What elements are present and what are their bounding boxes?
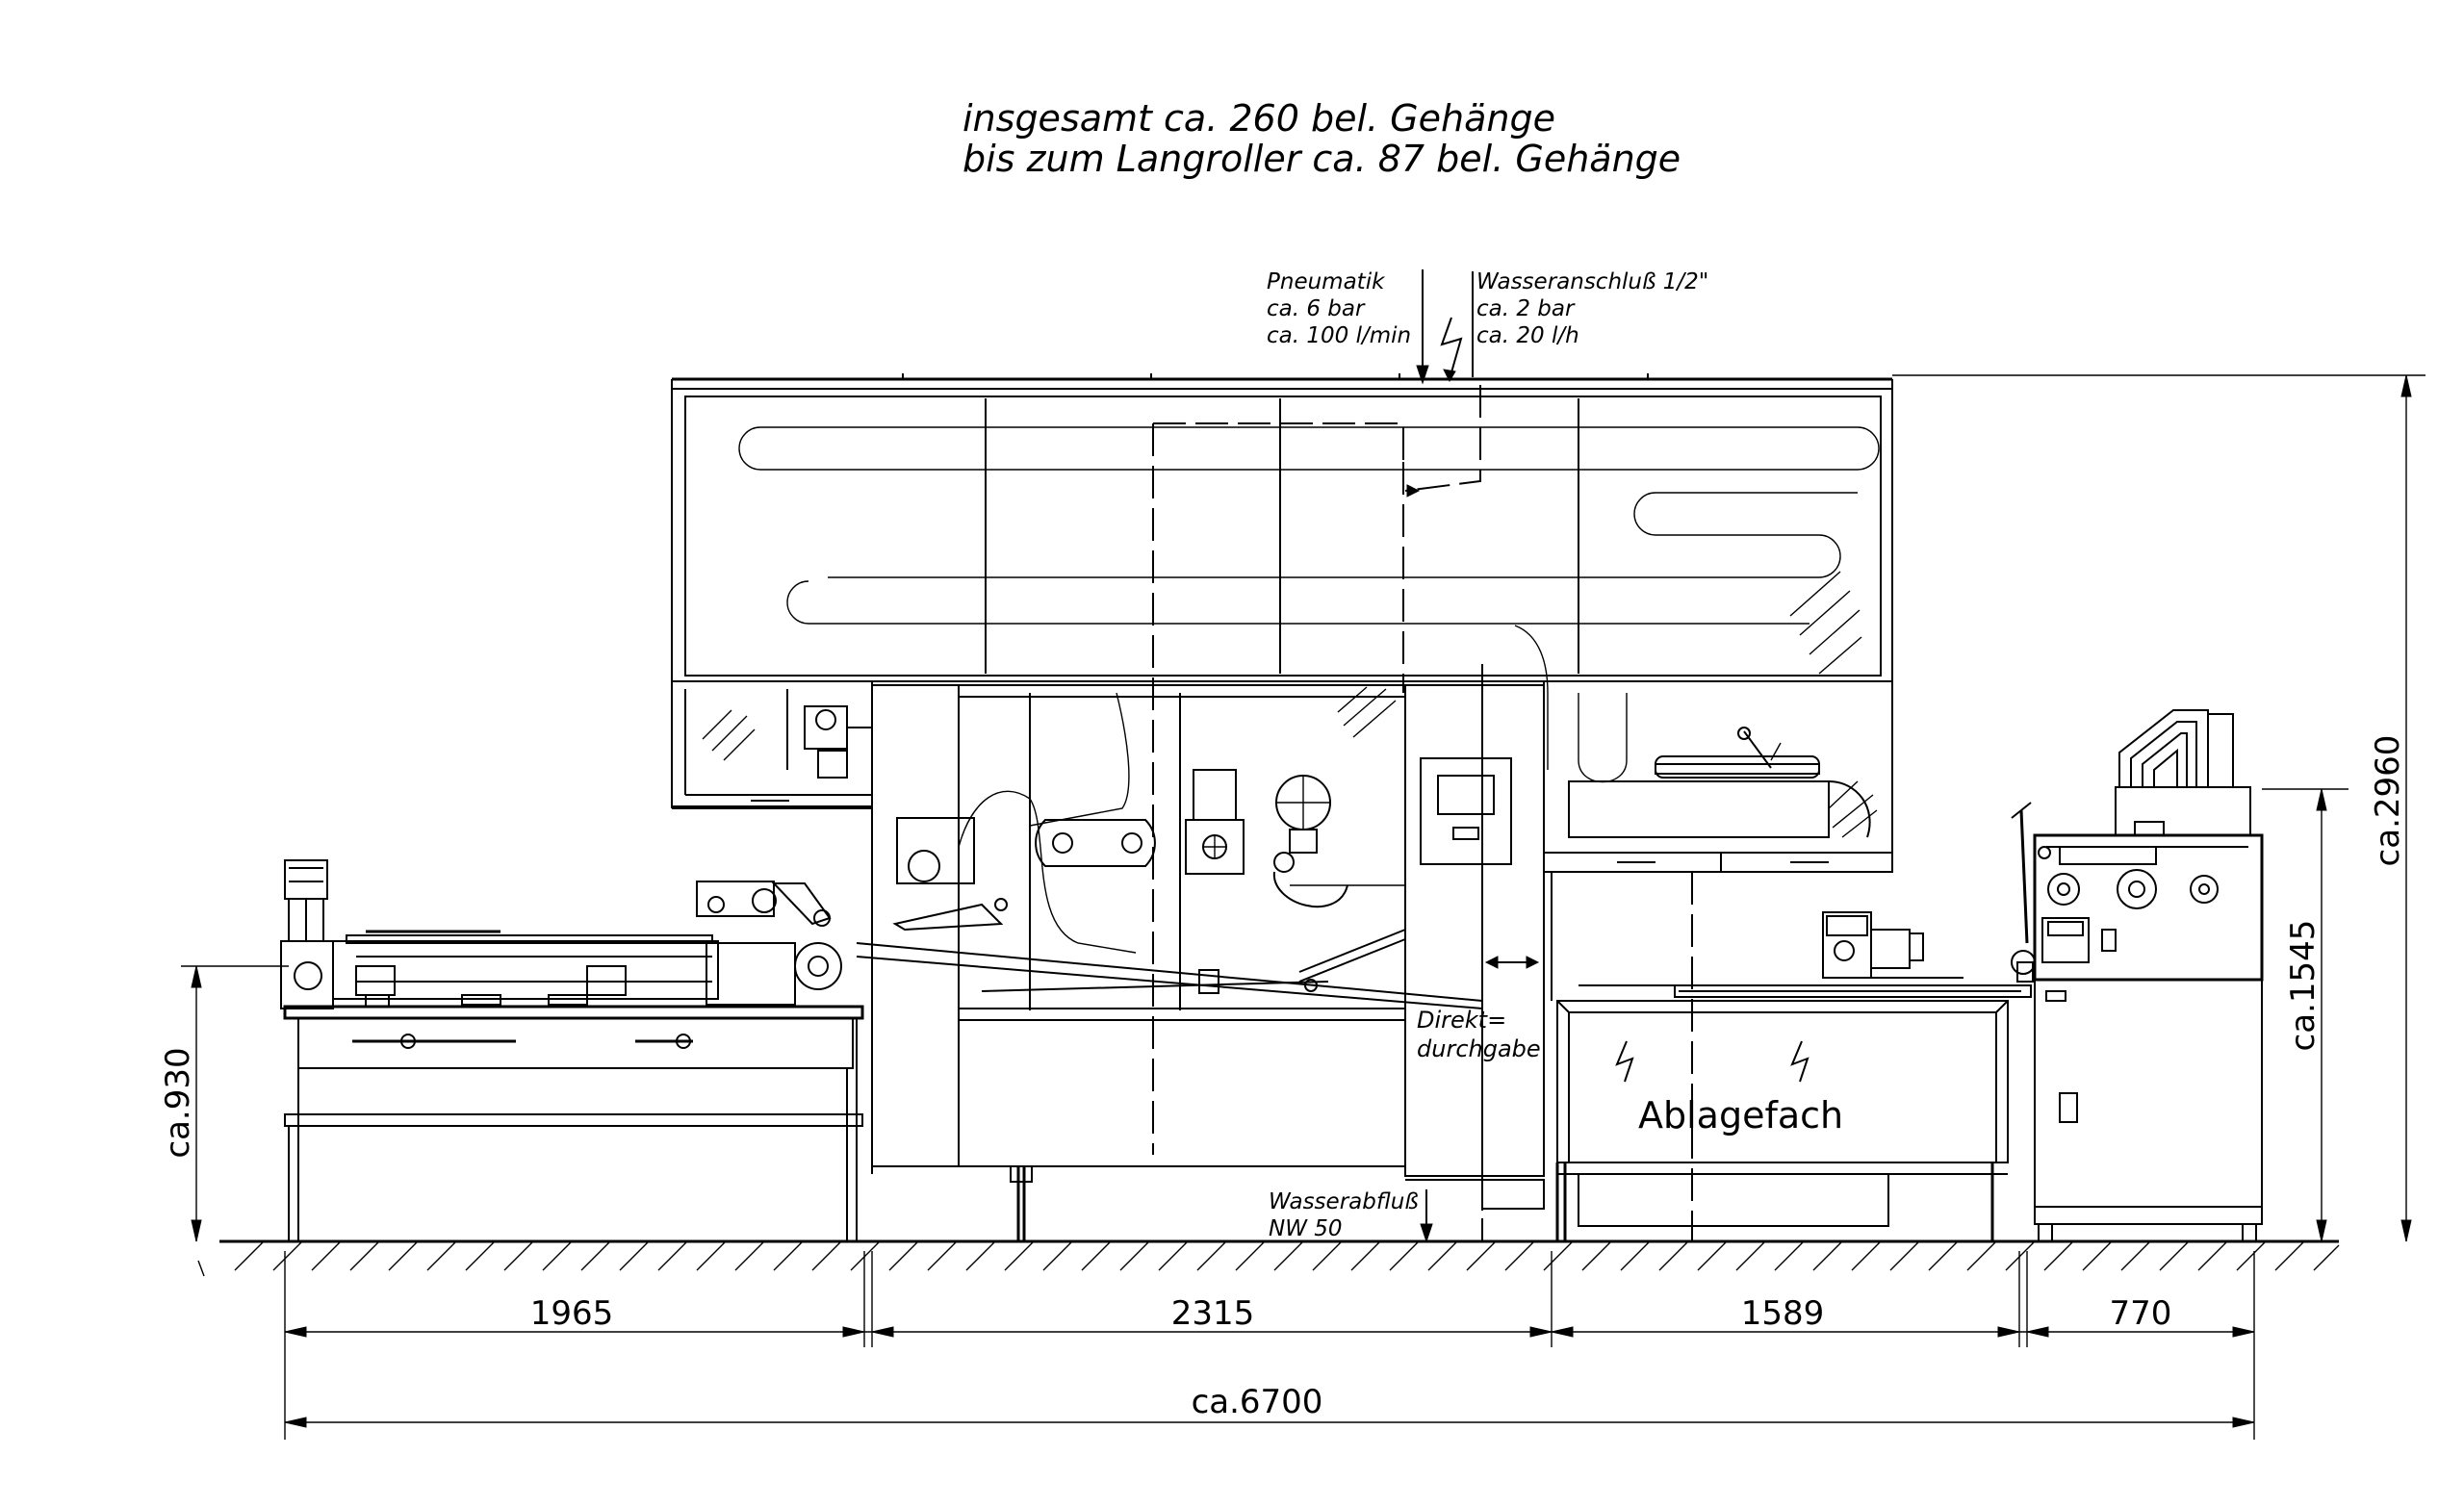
dimension-1965: 1965 [530,1294,614,1333]
dimension-total-width: ca.6700 [1192,1383,1323,1421]
central-wash-unit [856,684,1483,1241]
header-note-langroller-hangers: bis zum Langroller ca. 87 bel. Gehänge [962,138,1681,180]
wasseranschluss-pressure: ca. 2 bar [1476,296,1576,321]
wasserabfluss-size: NW 50 [1269,1216,1343,1241]
pneumatik-pressure: ca. 6 bar [1267,296,1366,321]
header-note-total-hangers: insgesamt ca. 260 bel. Gehänge [962,97,1555,140]
floor-line [197,1239,2340,1277]
dimension-height-930: ca.930 [159,1047,197,1158]
dimension-1589: 1589 [1741,1294,1825,1333]
dimension-lines-horizontal: 1965 2315 1589 770 ca.6700 [284,1251,2255,1440]
wasseranschluss-flow: ca. 20 l/h [1476,323,1579,348]
dimension-770: 770 [2110,1294,2172,1333]
end-control-machine [2011,709,2264,1242]
dimension-height-2960: ca.2960 [2369,735,2407,867]
pneumatik-callout: Pneumatik ca. 6 bar ca. 100 l/min [1267,269,1429,385]
wasseranschluss-callout: Wasseranschluß 1/2" ca. 2 bar ca. 20 l/h [1472,269,1708,377]
dimension-height-1545: ca.1545 [2284,920,2323,1052]
storage-unit: Ablagefach [1543,680,2032,1241]
direktdurchgabe-label-line2: durchgabe [1417,1035,1541,1062]
pneumatik-label: Pneumatik [1267,269,1386,294]
wasseranschluss-label: Wasseranschluß 1/2" [1476,269,1708,294]
upper-housing [671,373,1893,1155]
input-conveyor-unit [280,859,864,1241]
ablagefach-label: Ablagefach [1638,1094,1843,1137]
dimension-2315: 2315 [1171,1294,1255,1333]
control-cabinet-center: Direkt= durchgabe [1404,684,1545,1210]
electric-supply-icon [1440,317,1463,383]
wasserabfluss-callout: Wasserabfluß NW 50 [1269,1189,1433,1243]
pneumatik-flow: ca. 100 l/min [1267,323,1411,348]
direktdurchgabe-label-line1: Direkt= [1417,1007,1506,1034]
dimension-lines-vertical: ca.930 ca.1545 ca.2960 [159,374,2426,1242]
wasserabfluss-label: Wasserabfluß [1269,1189,1419,1214]
